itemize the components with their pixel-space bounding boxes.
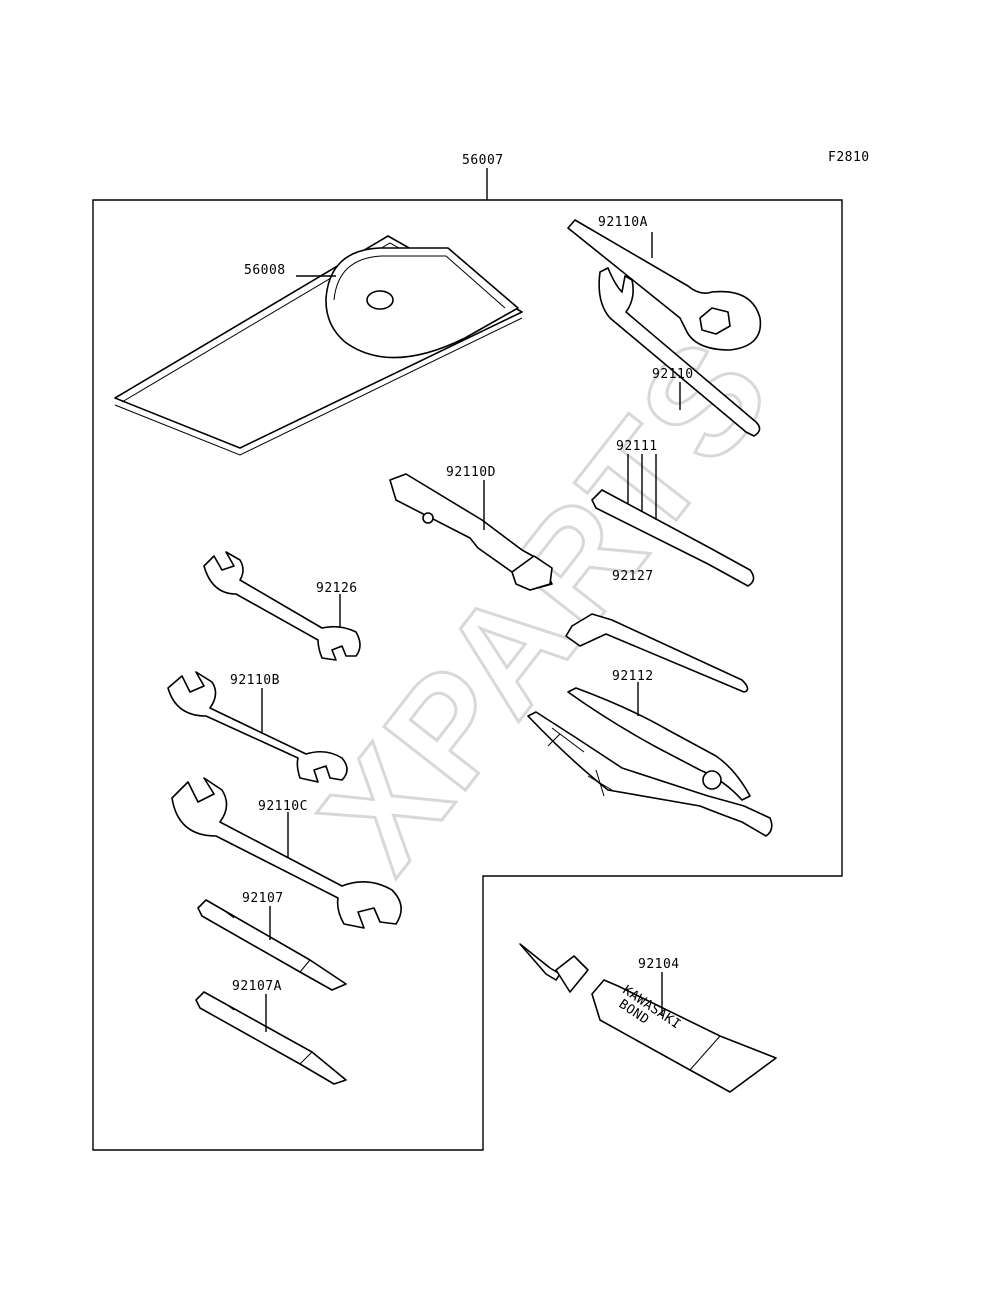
screwdriver-bit-92107A[interactable] [195,991,347,1085]
callout-92111[interactable]: 92111 [616,439,658,454]
callout-92107A[interactable]: 92107A [232,979,282,994]
callout-92110A[interactable]: 92110A [598,215,648,230]
open-wrench-92110B[interactable] [167,671,348,783]
callout-92110C[interactable]: 92110C [258,799,308,814]
screwdriver-bit-92107[interactable] [197,899,347,991]
callout-92110[interactable]: 92110 [652,367,694,382]
callout-92110B[interactable]: 92110B [230,673,280,688]
figure-code: F2810 [828,150,870,165]
callout-92112[interactable]: 92112 [612,669,654,684]
callout-92107[interactable]: 92107 [242,891,284,906]
extension-bar-92111[interactable] [591,489,755,587]
open-wrench-92126[interactable] [203,551,361,661]
plug-socket-92110D[interactable] [389,473,553,591]
kit-frame [92,199,843,1151]
tool-pouch-56008[interactable] [114,235,523,456]
hex-key-92127[interactable] [565,613,749,693]
callout-92104[interactable]: 92104 [638,957,680,972]
callout-92110D[interactable]: 92110D [446,465,496,480]
box-wrench-92110A[interactable] [567,219,762,351]
callout-56007[interactable]: 56007 [462,153,504,168]
pliers-92112[interactable] [527,687,773,837]
open-wrench-92110C[interactable] [171,777,402,929]
callout-92127[interactable]: 92127 [612,569,654,584]
callout-92126[interactable]: 92126 [316,581,358,596]
hook-spanner-92110[interactable] [598,267,761,437]
callout-56008[interactable]: 56008 [244,263,286,278]
